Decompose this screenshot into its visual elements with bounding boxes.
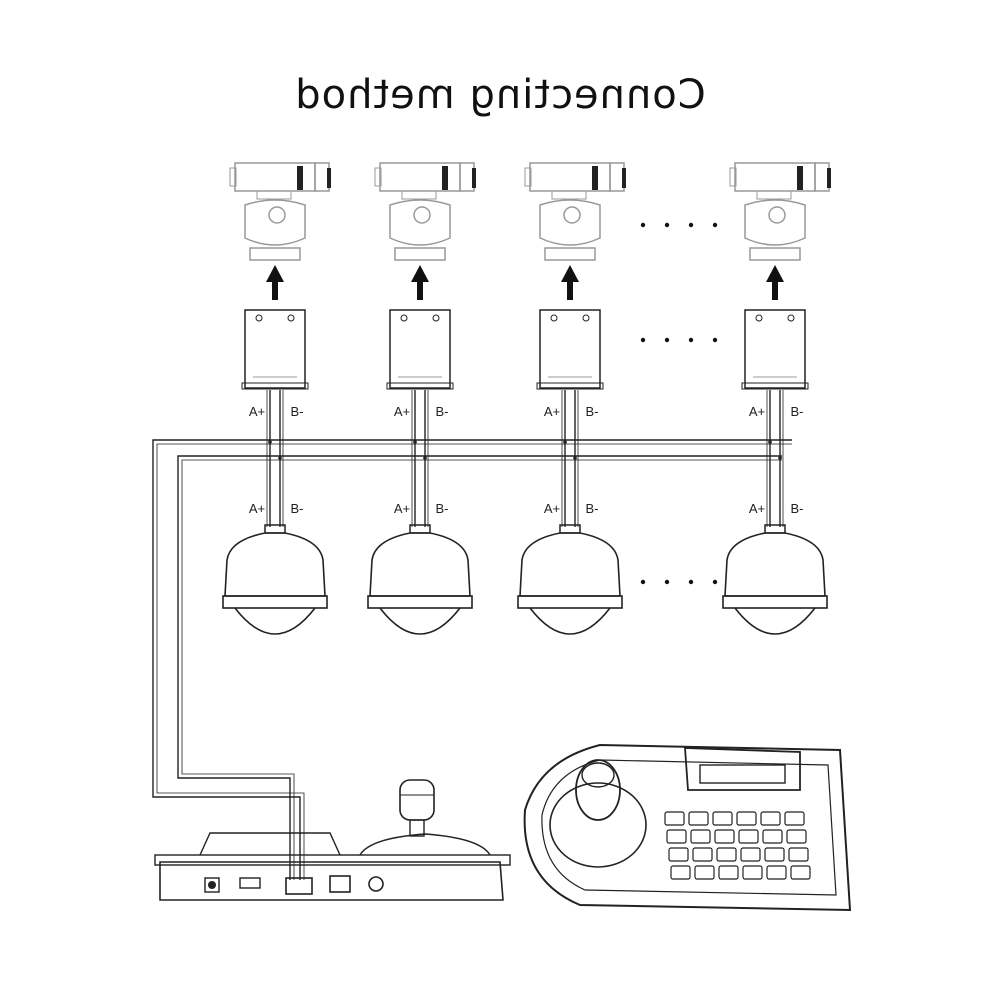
key-button [712, 811, 733, 826]
switch-icon [239, 877, 261, 889]
camera-1-group: A+ B- A+ B- [222, 162, 331, 635]
camera-2-group: A+ B- A+ B- [367, 162, 476, 635]
camera-3-group: A+ B- A+ B- [517, 162, 626, 635]
box-camera-icon [729, 162, 831, 261]
controller-side-view [154, 779, 511, 901]
junction-dot [278, 456, 282, 460]
key-button [786, 829, 807, 844]
junction-dot [563, 440, 567, 444]
label-b-minus: B- [586, 501, 599, 516]
ellipsis-group [640, 222, 718, 585]
keyboard-body [523, 743, 852, 912]
dome-camera-icon [222, 524, 328, 635]
ellipsis-dot [640, 337, 646, 343]
rj45-port-icon [329, 875, 351, 893]
label-b-minus: B- [791, 404, 804, 419]
ellipsis-dot [664, 337, 670, 343]
key-button [668, 847, 689, 862]
key-button [694, 865, 715, 880]
ellipsis-dot [664, 222, 670, 228]
dome-camera-icon [722, 524, 828, 635]
dome-camera-icon [367, 524, 473, 635]
decoder-box-icon [741, 309, 809, 390]
ellipsis-dot [688, 337, 694, 343]
key-button [692, 847, 713, 862]
ellipsis-dot [688, 579, 694, 585]
label-a-plus: A+ [249, 404, 265, 419]
ellipsis-dot [712, 579, 718, 585]
key-button [670, 865, 691, 880]
arrow-up-icon [266, 265, 284, 300]
box-camera-icon [524, 162, 626, 261]
decoder-box-icon [241, 309, 309, 390]
label-b-minus: B- [291, 501, 304, 516]
key-button [718, 865, 739, 880]
key-button [760, 811, 781, 826]
bus-wire-outer [152, 439, 792, 880]
dome-camera-icon [517, 524, 623, 635]
label-a-plus: A+ [249, 501, 265, 516]
junction-dot [778, 456, 782, 460]
camera-4-group: A+ B- A+ B- [722, 162, 831, 635]
arrow-up-icon [561, 265, 579, 300]
decoder-box-icon [386, 309, 454, 390]
key-button [738, 829, 759, 844]
decoder-box-icon [536, 309, 604, 390]
ellipsis-dot [712, 337, 718, 343]
key-button [764, 847, 785, 862]
key-button [736, 811, 757, 826]
box-camera-icon [229, 162, 331, 261]
arrow-up-icon [766, 265, 784, 300]
junction-dot [413, 440, 417, 444]
label-b-minus: B- [436, 404, 449, 419]
ellipsis-dot [640, 579, 646, 585]
key-button [742, 865, 763, 880]
power-port-icon [204, 877, 220, 893]
ellipsis-dot [688, 222, 694, 228]
key-button [740, 847, 761, 862]
joystick-icon [549, 759, 647, 868]
label-a-plus: A+ [544, 404, 560, 419]
key-button [714, 829, 735, 844]
label-a-plus: A+ [749, 404, 765, 419]
bus-wire-inner [177, 455, 782, 880]
key-button [688, 811, 709, 826]
junction-dot [573, 456, 577, 460]
label-a-plus: A+ [394, 501, 410, 516]
label-a-plus: A+ [749, 501, 765, 516]
lcd-display [684, 747, 801, 791]
box-camera-icon [374, 162, 476, 261]
label-a-plus: A+ [394, 404, 410, 419]
key-button [690, 829, 711, 844]
key-button [664, 811, 685, 826]
label-a-plus: A+ [544, 501, 560, 516]
junction-dot [768, 440, 772, 444]
key-button [788, 847, 809, 862]
key-button [762, 829, 783, 844]
controller-keyboard [523, 743, 852, 912]
label-b-minus: B- [791, 501, 804, 516]
key-button [784, 811, 805, 826]
key-button [790, 865, 811, 880]
arrow-up-icon [411, 265, 429, 300]
rs485-terminal-icon [285, 877, 313, 895]
joystick-icon [399, 779, 435, 837]
key-button [716, 847, 737, 862]
ellipsis-dot [664, 579, 670, 585]
junction-dot [423, 456, 427, 460]
bnc-port-icon [368, 876, 384, 892]
label-b-minus: B- [291, 404, 304, 419]
junction-dot [268, 440, 272, 444]
keypad [664, 811, 811, 880]
key-button [766, 865, 787, 880]
label-b-minus: B- [586, 404, 599, 419]
label-b-minus: B- [436, 501, 449, 516]
ellipsis-dot [712, 222, 718, 228]
key-button [666, 829, 687, 844]
ellipsis-dot [640, 222, 646, 228]
rs485-bus [152, 439, 792, 880]
